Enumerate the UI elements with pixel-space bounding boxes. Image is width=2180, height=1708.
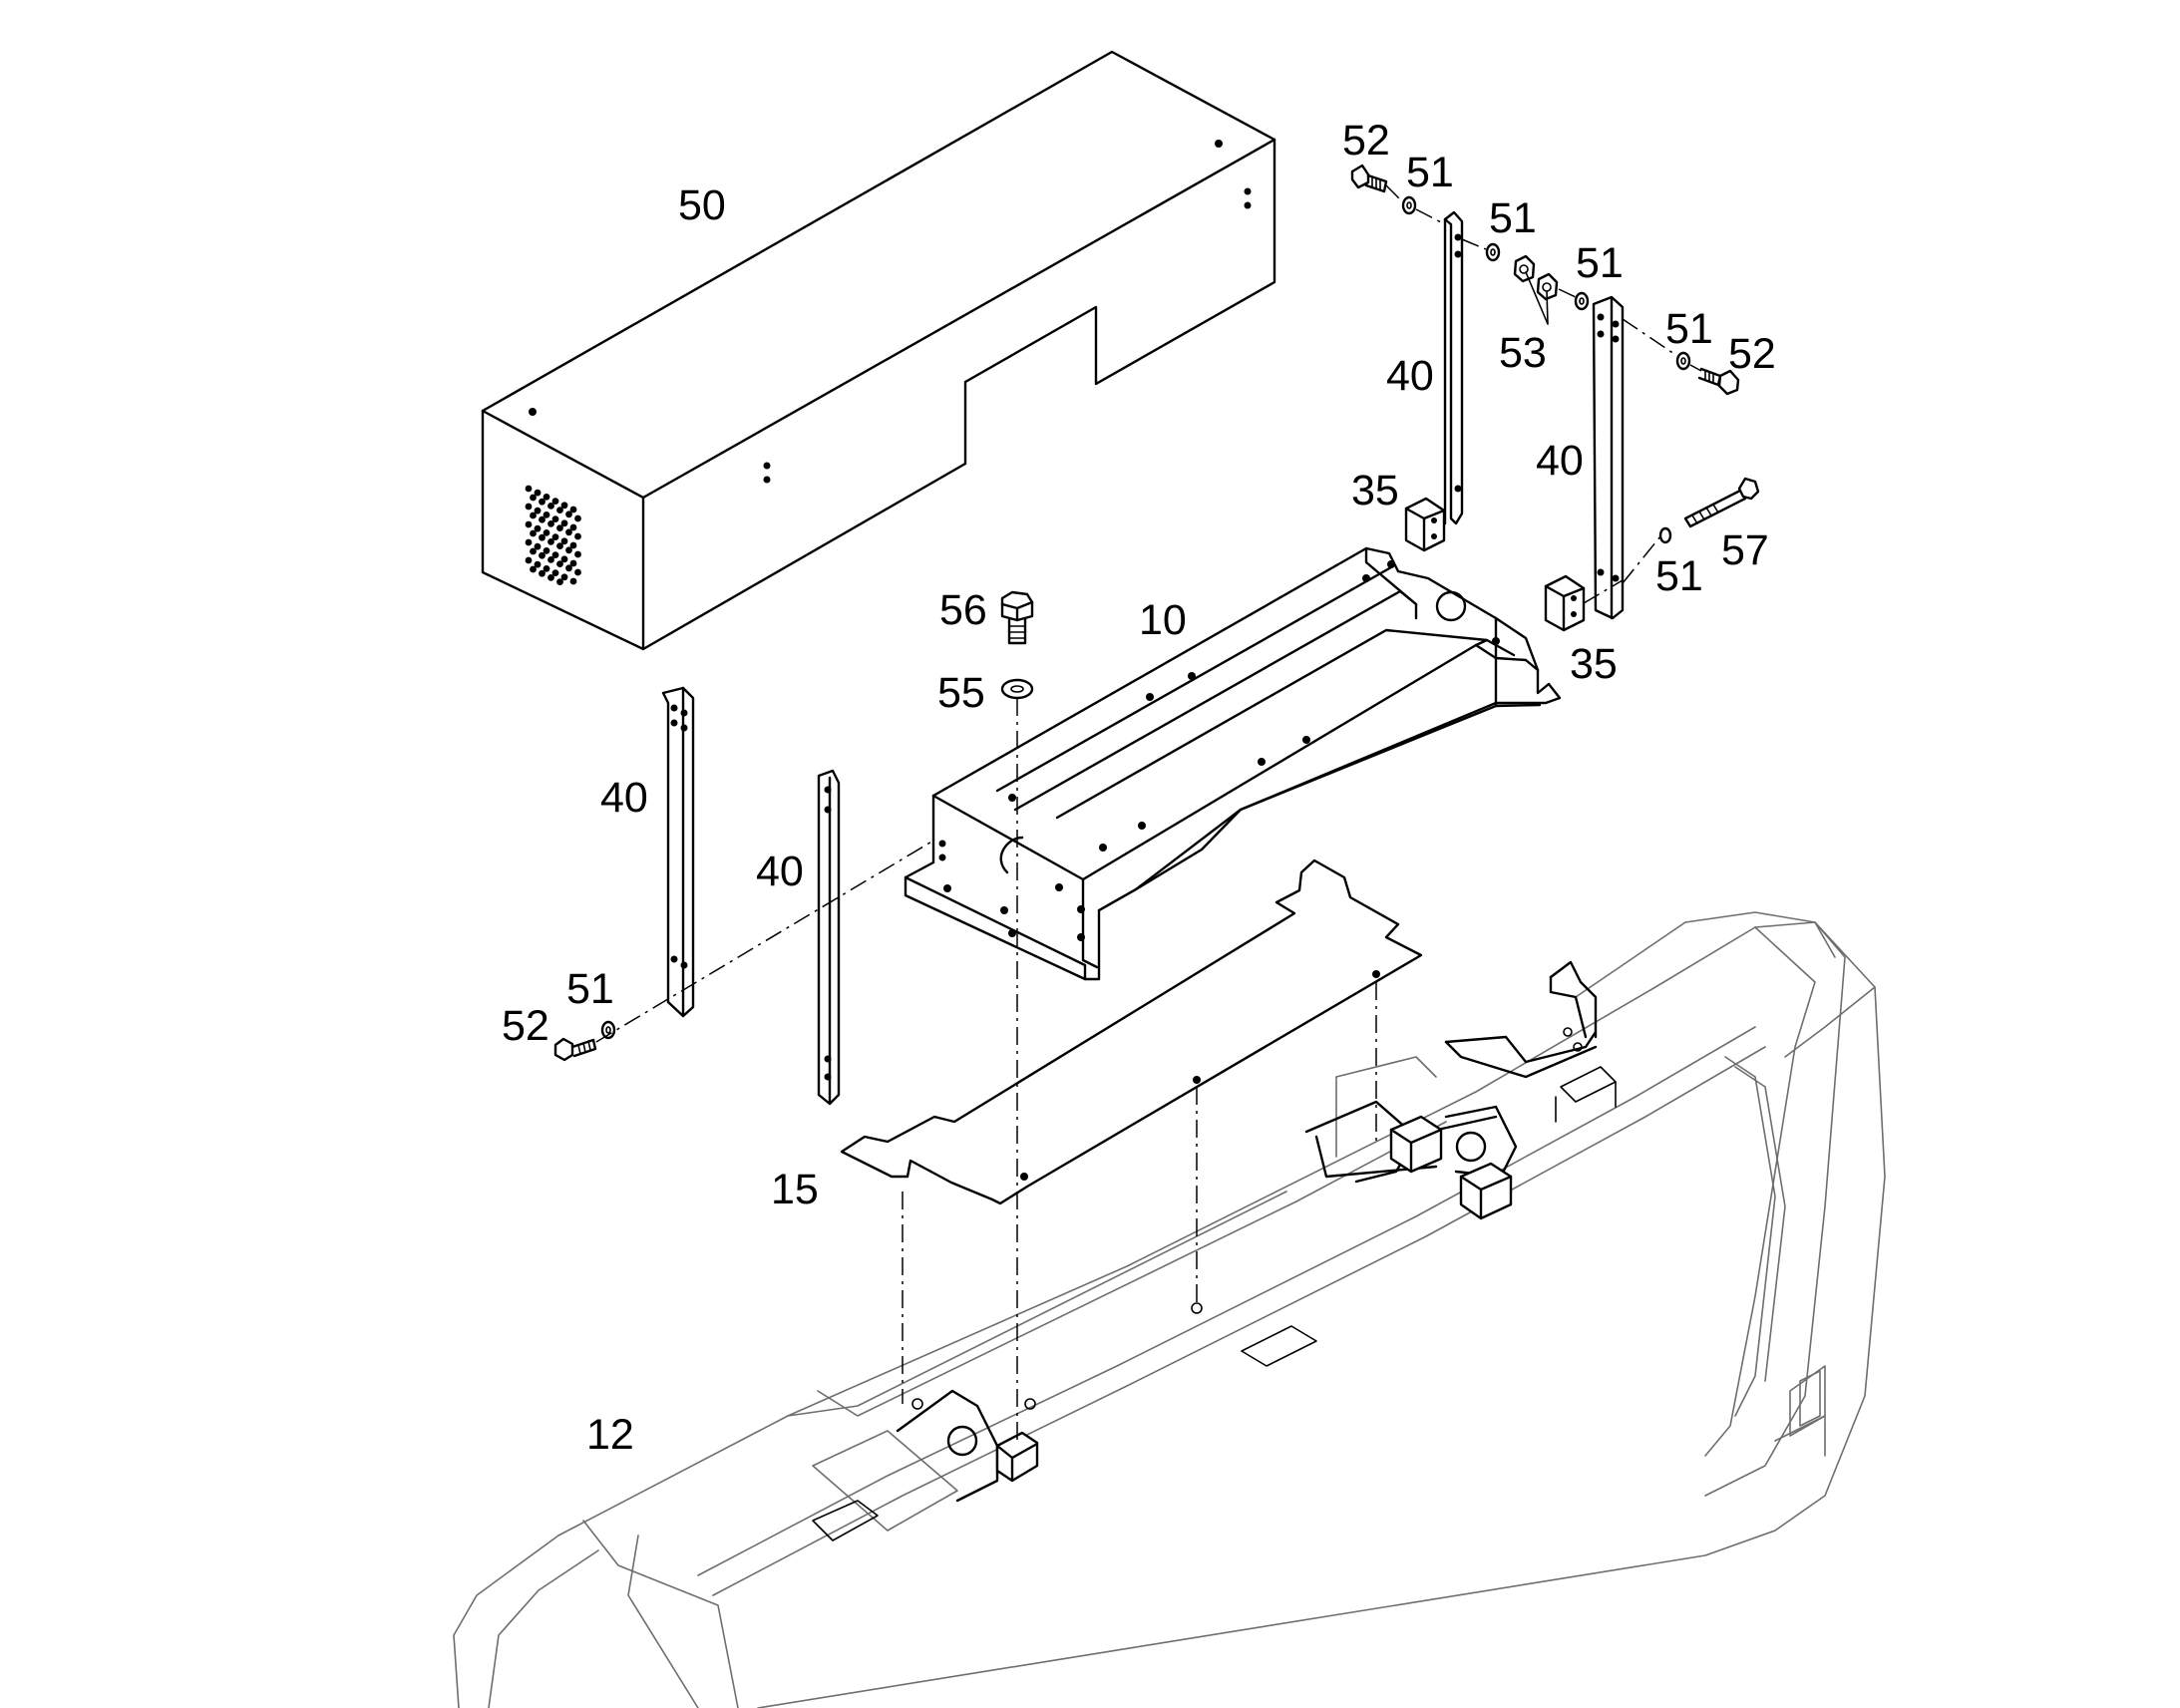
fasteners: [553, 164, 1760, 1062]
callout-56: 56: [939, 586, 987, 634]
callout-51: 51: [1406, 149, 1454, 196]
callout-labels: 52 51 51 51 51 52 53 40 40 35 57 51 35 5…: [502, 117, 1776, 1459]
callout-50: 50: [678, 181, 726, 229]
callout-40: 40: [1386, 352, 1434, 400]
callout-52: 52: [502, 1002, 549, 1050]
callout-51: 51: [1489, 194, 1537, 242]
callout-40: 40: [600, 774, 648, 822]
cover-box: [481, 50, 1276, 651]
callout-51: 51: [1665, 305, 1713, 353]
callout-10: 10: [1139, 596, 1187, 644]
callout-51: 51: [566, 965, 614, 1013]
callout-51: 51: [1576, 239, 1624, 287]
rubber-blocks: [1404, 497, 1586, 632]
callout-52: 52: [1342, 117, 1390, 165]
callout-51: 51: [1655, 552, 1703, 600]
support-frame: [904, 546, 1562, 981]
base-plate: [840, 858, 1423, 1205]
callout-12: 12: [586, 1411, 634, 1459]
counterweight-body: [453, 911, 1886, 1708]
callout-57: 57: [1721, 526, 1769, 574]
callout-40: 40: [756, 848, 804, 895]
callout-35: 35: [1570, 640, 1618, 688]
leader-lines: [595, 184, 1702, 1444]
callout-35: 35: [1351, 467, 1399, 514]
callout-55: 55: [937, 669, 985, 717]
callout-40: 40: [1536, 437, 1584, 485]
callout-15: 15: [771, 1166, 819, 1213]
strap-brackets: [661, 210, 1625, 1106]
callout-53: 53: [1499, 329, 1547, 377]
callout-52: 52: [1728, 330, 1776, 378]
vent-grille: [525, 485, 581, 585]
